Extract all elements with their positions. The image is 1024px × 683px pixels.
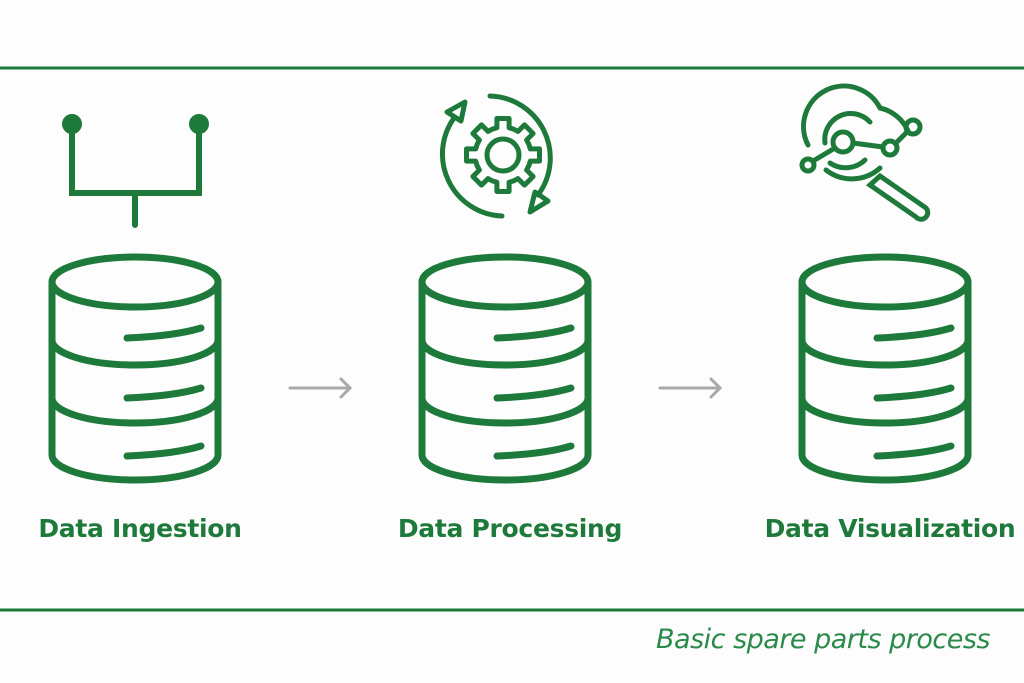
stage-label-ingestion: Data Ingestion — [38, 514, 242, 543]
stage-label-visualization: Data Visualization — [764, 514, 1016, 543]
database-divider — [798, 394, 972, 427]
database-line — [123, 324, 205, 342]
database-top — [798, 253, 972, 311]
database-line — [493, 324, 575, 342]
radar-magnifier-icon — [799, 83, 931, 222]
stage-label-processing: Data Processing — [397, 514, 623, 543]
database-line — [493, 384, 575, 402]
database-divider — [418, 394, 592, 427]
database-line — [493, 442, 575, 460]
database-divider — [48, 336, 222, 369]
database-body — [48, 278, 222, 484]
arrow-ingestion-to-processing — [288, 377, 353, 399]
database-divider — [798, 336, 972, 369]
arrow-processing-to-visualization — [658, 377, 723, 399]
database-top — [48, 253, 222, 311]
caption: Basic spare parts process — [656, 624, 990, 655]
gear-cycle-icon — [439, 93, 553, 219]
database-top — [418, 253, 592, 311]
pipeline-fork-icon — [62, 114, 209, 228]
database-icon-processing — [418, 253, 592, 484]
database-line — [873, 324, 955, 342]
database-body — [798, 278, 972, 484]
database-line — [873, 442, 955, 460]
database-body — [418, 278, 592, 484]
database-icon-ingestion — [48, 253, 222, 484]
database-icon-visualization — [798, 253, 972, 484]
database-line — [123, 442, 205, 460]
database-line — [123, 384, 205, 402]
database-divider — [418, 336, 592, 369]
database-divider — [48, 394, 222, 427]
database-line — [873, 384, 955, 402]
